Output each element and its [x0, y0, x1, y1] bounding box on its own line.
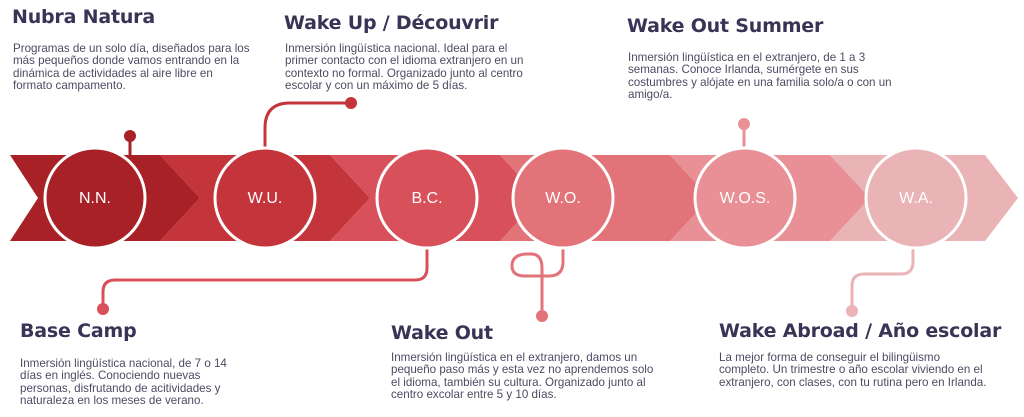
connector-dot-wos — [738, 118, 750, 130]
stage-abbr-wos: W.O.S. — [720, 190, 771, 207]
stage-circle-wos — [693, 146, 797, 250]
stage-title-wo: Wake Out — [391, 322, 493, 344]
connector-wo — [510, 230, 565, 315]
connector-dot-wa — [846, 305, 858, 317]
stage-abbr-wa: W.A. — [899, 190, 933, 207]
connector-dot-nn — [124, 130, 136, 142]
stage-title-nn: Nubra Natura — [12, 6, 155, 28]
connector-wu — [263, 101, 353, 167]
stage-title-wos: Wake Out Summer — [627, 15, 824, 37]
stage-abbr-nn: N.N. — [79, 190, 111, 207]
stage-abbr-bc: B.C. — [411, 190, 442, 207]
stage-description-wa: La mejor forma de conseguir el bilingüis… — [719, 351, 987, 389]
stage-description-wos: Inmersión lingüística en el extranjero, … — [628, 51, 892, 102]
stage-circle-wo — [511, 146, 615, 250]
connector-dot-bc — [97, 303, 109, 315]
stage-description-wu: Inmersión lingüística nacional. Ideal pa… — [285, 42, 524, 93]
stage-description-wo: Inmersión lingüística en el extranjero, … — [391, 351, 654, 402]
stage-abbr-wu: W.U. — [248, 190, 283, 207]
connector-dot-wu — [345, 97, 357, 109]
connector-dot-wo — [536, 310, 548, 322]
connector-wa — [850, 230, 915, 310]
stage-circle-wu — [213, 146, 317, 250]
stage-circle-wa — [864, 146, 968, 250]
stage-description-bc: Inmersión lingüística nacional, de 7 o 1… — [20, 357, 227, 408]
stage-circle-bc — [375, 146, 479, 250]
stage-description-nn: Programas de un solo día, diseñados para… — [13, 42, 250, 93]
stage-circle-nn — [43, 146, 147, 250]
stage-abbr-wo: W.O. — [545, 190, 581, 207]
stage-title-wa: Wake Abroad / Año escolar — [719, 320, 1002, 342]
connector-bc — [101, 230, 429, 308]
stage-title-bc: Base Camp — [20, 320, 137, 342]
stage-title-wu: Wake Up / Découvrir — [284, 12, 499, 34]
